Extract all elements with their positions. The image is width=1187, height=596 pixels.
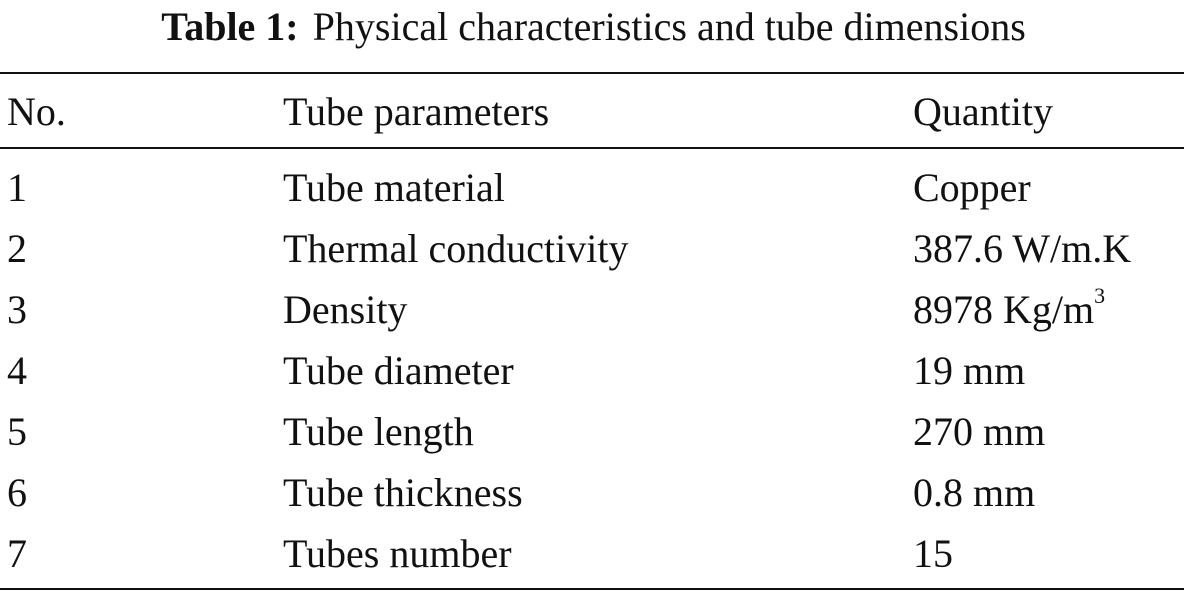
table-row: 1 Tube material Copper	[0, 158, 1184, 218]
cell-quantity-value: 15	[913, 531, 953, 576]
cell-tube-parameter: Tube material	[283, 165, 505, 210]
cell-quantity-value: 8978 Kg/m	[913, 287, 1095, 332]
table-caption: Table 1: Physical characteristics and tub…	[0, 2, 1187, 52]
table-caption-text: Physical characteristics and tube dimens…	[312, 4, 1026, 49]
cell-quantity: Copper	[913, 158, 1031, 218]
cell-quantity: 8978 Kg/m3	[913, 280, 1105, 340]
cell-tube-parameter: Tube thickness	[283, 470, 523, 515]
header-no: No.	[7, 89, 66, 134]
cell-tube-parameter: Tube length	[283, 409, 474, 454]
header-quantity: Quantity	[913, 89, 1053, 134]
header-tube-parameters: Tube parameters	[283, 89, 550, 134]
cell-no: 3	[7, 287, 27, 332]
cell-tube-parameter: Tube diameter	[283, 348, 514, 393]
table-row: 7 Tubes number 15	[0, 524, 1184, 584]
table-row: 5 Tube length 270 mm	[0, 402, 1184, 462]
cell-no: 1	[7, 165, 27, 210]
table-bottom-rule	[0, 588, 1184, 590]
cell-quantity-value: 0.8 mm	[913, 470, 1036, 515]
cell-no: 2	[7, 226, 27, 271]
table-header-row: No. Tube parameters Quantity	[0, 82, 1184, 142]
cell-quantity: 15	[913, 524, 953, 584]
table-row: 4 Tube diameter 19 mm	[0, 341, 1184, 401]
cell-no: 5	[7, 409, 27, 454]
table-row: 6 Tube thickness 0.8 mm	[0, 463, 1184, 523]
cell-no: 6	[7, 470, 27, 515]
cell-no: 7	[7, 531, 27, 576]
cell-quantity-superscript: 3	[1094, 282, 1106, 308]
table-top-rule	[0, 72, 1184, 74]
cell-quantity: 19 mm	[913, 341, 1025, 401]
table-row: 2 Thermal conductivity 387.6 W/m.K	[0, 219, 1184, 279]
cell-quantity-value: Copper	[913, 165, 1031, 210]
cell-quantity-value: 19 mm	[913, 348, 1026, 393]
table-caption-label: Table 1:	[161, 4, 299, 49]
cell-tube-parameter: Tubes number	[283, 531, 512, 576]
cell-tube-parameter: Thermal conductivity	[283, 226, 629, 271]
cell-quantity-value: 270 mm	[913, 409, 1046, 454]
cell-tube-parameter: Density	[283, 287, 408, 332]
table-header-rule	[0, 147, 1184, 149]
cell-quantity: 0.8 mm	[913, 463, 1035, 523]
cell-no: 4	[7, 348, 27, 393]
cell-quantity-value: 387.6 W/m.K	[913, 226, 1132, 271]
cell-quantity: 387.6 W/m.K	[913, 219, 1131, 279]
cell-quantity: 270 mm	[913, 402, 1045, 462]
